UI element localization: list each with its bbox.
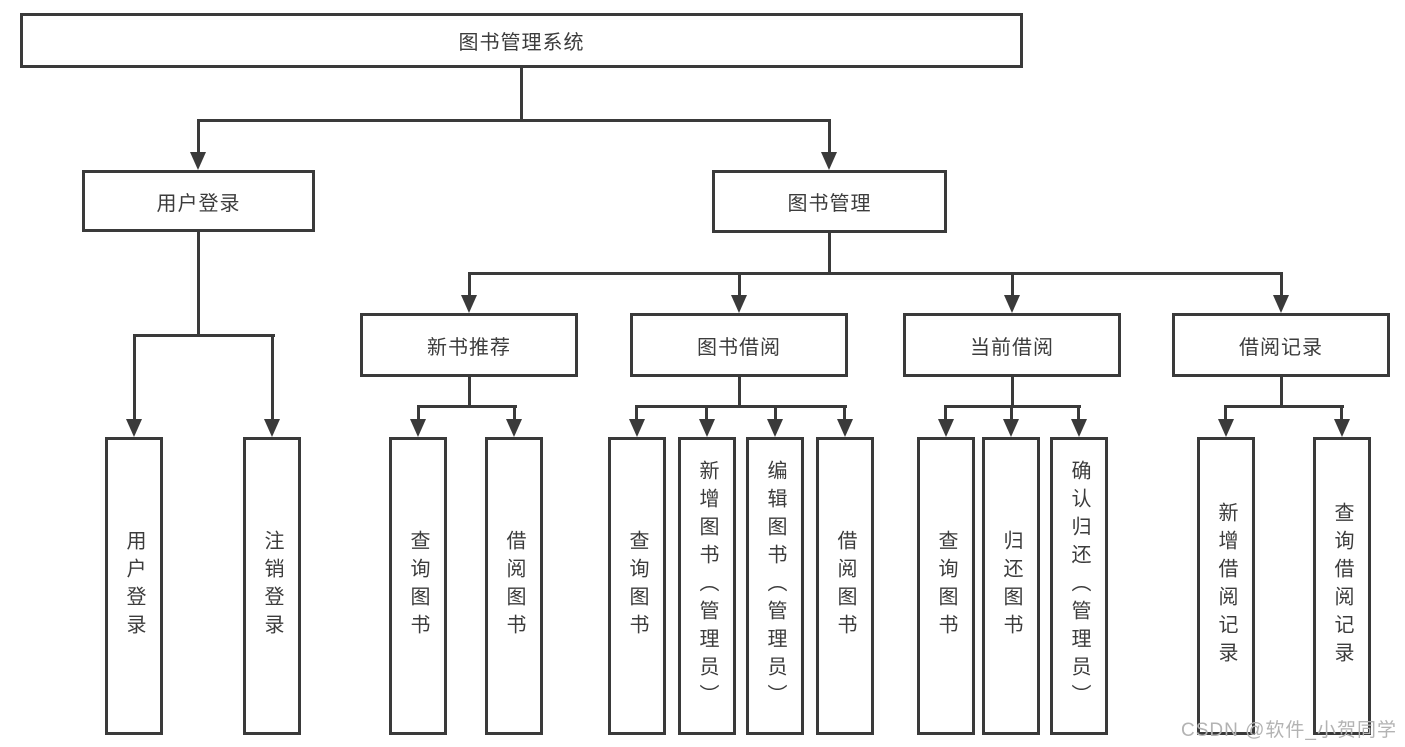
leaf-query-books-current: 查询图书	[917, 437, 975, 735]
leaf-add-book-admin: 新增图书（管理员）	[678, 437, 736, 735]
connector-line	[468, 375, 471, 408]
connector-line	[197, 119, 831, 122]
leaf-label: 借阅图书	[503, 530, 525, 642]
node-label: 借阅记录	[1239, 336, 1323, 359]
watermark: CSDN @软件_小贺同学	[1181, 720, 1397, 741]
arrow-down-icon	[410, 419, 426, 437]
leaf-user-login: 用户登录	[105, 437, 163, 735]
connector-line	[843, 405, 846, 422]
connector-line	[468, 272, 1283, 275]
leaf-label: 确认归还（管理员）	[1068, 460, 1090, 712]
node-book-borrow: 图书借阅	[630, 313, 848, 377]
connector-line	[636, 405, 847, 408]
node-label: 图书借阅	[697, 336, 781, 359]
connector-line	[1280, 375, 1283, 408]
leaf-query-borrow-record: 查询借阅记录	[1313, 437, 1371, 735]
connector-line	[828, 119, 831, 154]
node-current-borrow: 当前借阅	[903, 313, 1121, 377]
leaf-return-books: 归还图书	[982, 437, 1040, 735]
arrow-down-icon	[699, 419, 715, 437]
connector-line	[417, 405, 420, 422]
node-label: 当前借阅	[970, 336, 1054, 359]
leaf-query-books-borrow: 查询图书	[608, 437, 666, 735]
connector-line	[774, 405, 777, 422]
leaf-label: 借阅图书	[834, 530, 856, 642]
connector-line	[417, 405, 517, 408]
connector-line	[1010, 405, 1013, 422]
arrow-down-icon	[938, 419, 954, 437]
connector-line	[738, 272, 741, 298]
connector-line	[1280, 272, 1283, 298]
leaf-label: 查询图书	[935, 530, 957, 642]
arrow-down-icon	[1273, 295, 1289, 313]
node-library-system: 图书管理系统	[20, 13, 1023, 68]
arrow-down-icon	[837, 419, 853, 437]
node-new-book-recommend: 新书推荐	[360, 313, 578, 377]
connector-line	[1011, 272, 1014, 298]
connector-line	[635, 405, 638, 422]
node-label: 新书推荐	[427, 336, 511, 359]
leaf-confirm-return-admin: 确认归还（管理员）	[1050, 437, 1108, 735]
leaf-label: 查询借阅记录	[1331, 502, 1353, 670]
leaf-borrow-books: 借阅图书	[816, 437, 874, 735]
connector-line	[1224, 405, 1344, 408]
arrow-down-icon	[821, 152, 837, 170]
connector-line	[1340, 405, 1343, 422]
arrow-down-icon	[126, 419, 142, 437]
connector-line	[271, 334, 274, 422]
leaf-edit-book-admin: 编辑图书（管理员）	[746, 437, 804, 735]
leaf-label: 新增图书（管理员）	[696, 460, 718, 712]
leaf-label: 新增借阅记录	[1215, 502, 1237, 670]
leaf-label: 注销登录	[261, 530, 283, 642]
connector-line	[828, 231, 831, 275]
leaf-query-books-recommend: 查询图书	[389, 437, 447, 735]
arrow-down-icon	[1334, 419, 1350, 437]
connector-line	[197, 119, 200, 154]
node-label: 图书管理	[787, 193, 872, 215]
connector-line	[197, 230, 200, 337]
connector-line	[520, 66, 523, 121]
connector-line	[513, 405, 516, 422]
node-book-management: 图书管理	[712, 170, 947, 233]
connector-line	[705, 405, 708, 422]
connector-line	[1011, 375, 1014, 408]
node-user-login: 用户登录	[82, 170, 315, 232]
arrow-down-icon	[1218, 419, 1234, 437]
arrow-down-icon	[1004, 295, 1020, 313]
leaf-add-borrow-record: 新增借阅记录	[1197, 437, 1255, 735]
connector-line	[468, 272, 471, 298]
connector-line	[133, 334, 275, 337]
node-label: 图书管理系统	[458, 32, 585, 54]
arrow-down-icon	[461, 295, 477, 313]
leaf-label: 用户登录	[123, 530, 145, 642]
node-borrow-records: 借阅记录	[1172, 313, 1390, 377]
arrow-down-icon	[264, 419, 280, 437]
node-label: 用户登录	[156, 192, 241, 215]
arrow-down-icon	[731, 295, 747, 313]
connector-line	[1224, 405, 1227, 422]
connector-line	[133, 334, 136, 422]
connector-line	[1077, 405, 1080, 422]
arrow-down-icon	[767, 419, 783, 437]
leaf-label: 编辑图书（管理员）	[764, 460, 786, 712]
connector-line	[944, 405, 947, 422]
arrow-down-icon	[1003, 419, 1019, 437]
leaf-label: 查询图书	[407, 530, 429, 642]
connector-line	[738, 375, 741, 408]
leaf-borrow-books-recommend: 借阅图书	[485, 437, 543, 735]
arrow-down-icon	[190, 152, 206, 170]
arrow-down-icon	[1071, 419, 1087, 437]
leaf-logout: 注销登录	[243, 437, 301, 735]
leaf-label: 查询图书	[626, 530, 648, 642]
arrow-down-icon	[506, 419, 522, 437]
leaf-label: 归还图书	[1000, 530, 1022, 642]
arrow-down-icon	[629, 419, 645, 437]
